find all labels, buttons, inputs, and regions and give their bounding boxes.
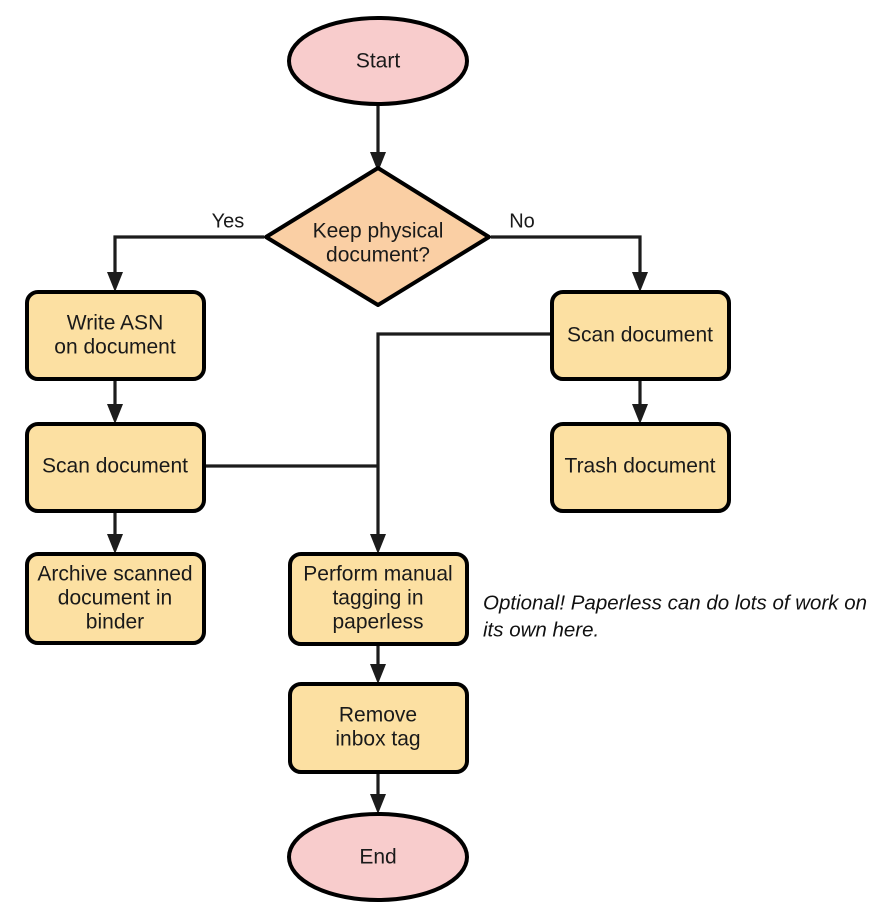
- edge-decision-to-scan-right: [491, 235, 648, 292]
- node-decision-label-line2: document?: [326, 244, 430, 267]
- node-write-asn-label-line1: Write ASN: [67, 312, 163, 335]
- edge-scan-right-to-tagging: [370, 332, 552, 554]
- trash-document-box-shape: [550, 422, 731, 513]
- node-remove-inbox-tag[interactable]: Remove inbox tag: [288, 682, 469, 774]
- edge-label-no: No: [509, 210, 535, 232]
- annotation-note: Optional! Paperless can do lots of work …: [483, 591, 867, 641]
- annotation-note-line1: Optional! Paperless can do lots of work …: [483, 591, 867, 614]
- node-remove-tag-label-line2: inbox tag: [335, 728, 420, 751]
- edge-start-to-decision: [370, 104, 386, 172]
- node-scan-document-left-label: Scan document: [42, 455, 188, 478]
- node-tagging-label-line3: paperless: [332, 611, 423, 634]
- node-archive-label-line1: Archive scanned: [37, 563, 192, 586]
- node-end-label: End: [359, 846, 396, 869]
- node-end[interactable]: End: [287, 812, 469, 902]
- end-ellipse-shape: [287, 812, 469, 902]
- edge-layer: [107, 104, 648, 814]
- node-archive-scanned-document[interactable]: Archive scanned document in binder: [25, 552, 206, 645]
- node-keep-physical-document-decision[interactable]: Keep physical document?: [264, 166, 491, 307]
- decision-diamond-shape: [264, 166, 491, 307]
- node-scan-document-right[interactable]: Scan document: [550, 290, 731, 381]
- edge-decision-to-write-asn: [107, 235, 264, 292]
- node-tagging-label-line1: Perform manual: [303, 563, 452, 586]
- write-asn-box-shape: [25, 290, 206, 381]
- node-start-label: Start: [356, 50, 401, 73]
- node-scan-document-left[interactable]: Scan document: [25, 422, 206, 513]
- node-trash-document[interactable]: Trash document: [550, 422, 731, 513]
- node-decision-label-line1: Keep physical: [313, 220, 444, 243]
- node-archive-label-line2: document in: [58, 587, 172, 610]
- edge-scan-right-to-trash: [632, 379, 648, 424]
- remove-inbox-tag-box-shape: [288, 682, 469, 774]
- archive-box-shape: [25, 552, 206, 645]
- edge-scan-left-to-archive: [107, 511, 123, 554]
- scan-document-left-box-shape: [25, 422, 206, 513]
- node-archive-label-line3: binder: [86, 611, 144, 634]
- tagging-box-shape: [288, 552, 469, 646]
- edge-remove-tag-to-end: [370, 772, 386, 814]
- node-scan-document-right-label: Scan document: [567, 324, 713, 347]
- node-trash-document-label: Trash document: [565, 455, 716, 478]
- node-write-asn-on-document[interactable]: Write ASN on document: [25, 290, 206, 381]
- node-tagging-label-line2: tagging in: [332, 587, 423, 610]
- edge-write-asn-to-scan-left: [107, 379, 123, 424]
- node-write-asn-label-line2: on document: [54, 336, 176, 359]
- node-start[interactable]: Start: [287, 16, 469, 106]
- node-perform-manual-tagging[interactable]: Perform manual tagging in paperless: [288, 552, 469, 646]
- start-ellipse-shape: [287, 16, 469, 106]
- scan-document-right-box-shape: [550, 290, 731, 381]
- edge-label-yes: Yes: [212, 210, 245, 232]
- annotation-note-line2: its own here.: [483, 618, 599, 641]
- node-remove-tag-label-line1: Remove: [339, 704, 417, 727]
- edge-tagging-to-remove-tag: [370, 645, 386, 684]
